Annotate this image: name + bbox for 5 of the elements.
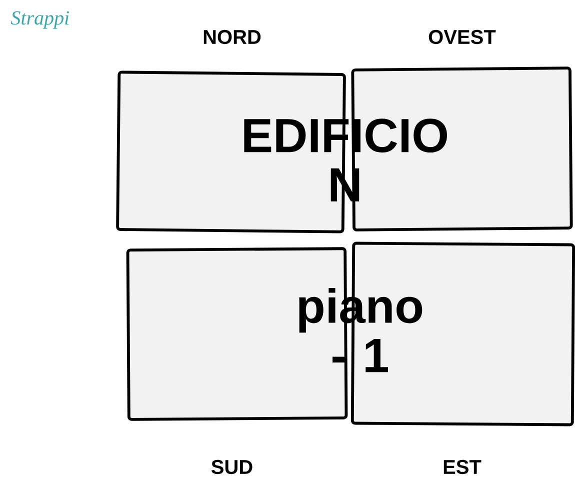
direction-label: NORD xyxy=(204,30,261,44)
direction-label: SUD xyxy=(211,460,252,474)
direction-label: EST xyxy=(444,460,482,474)
title: Strappi xyxy=(10,11,69,29)
direction-label: OVEST xyxy=(428,30,496,44)
